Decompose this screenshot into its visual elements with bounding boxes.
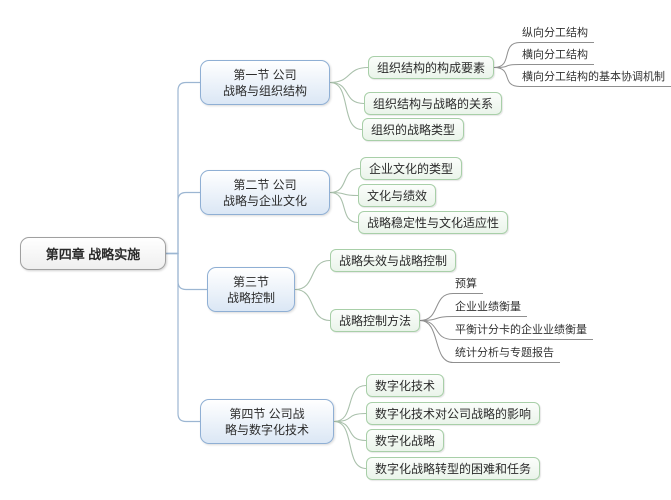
root-node[interactable]: 第四章 战略实施: [20, 237, 166, 270]
topic-node[interactable]: 战略失效与战略控制: [330, 249, 456, 272]
section-2-label-line2: 战略与企业文化: [222, 193, 307, 208]
topic-node[interactable]: 组织的战略类型: [362, 118, 464, 141]
section-node-2[interactable]: 第二节 公司 战略与企业文化: [200, 170, 330, 215]
leaf-topic[interactable]: 纵向分工结构: [520, 26, 594, 43]
leaf-topic[interactable]: 横向分工结构的基本协调机制: [520, 70, 671, 87]
leaf-topic[interactable]: 预算: [453, 277, 483, 294]
section-node-3[interactable]: 第三节 战略控制: [207, 267, 295, 312]
leaf-topic[interactable]: 企业业绩衡量: [453, 300, 527, 317]
leaf-topic[interactable]: 平衡计分卡的企业业绩衡量: [453, 323, 593, 340]
section-2-label-line1: 第二节 公司: [233, 177, 297, 192]
topic-node[interactable]: 数字化战略转型的困难和任务: [366, 457, 540, 480]
topic-node[interactable]: 数字化技术: [366, 374, 444, 397]
section-3-label-line1: 第三节: [232, 274, 269, 289]
topic-node[interactable]: 数字化技术对公司战略的影响: [366, 402, 540, 425]
topic-node[interactable]: 企业文化的类型: [360, 157, 462, 180]
topic-node[interactable]: 战略稳定性与文化适应性: [358, 211, 508, 234]
leaf-connectors: [419, 42, 521, 363]
root-connectors: [166, 81, 207, 423]
section-4-label-line2: 略与数字化技术: [224, 422, 309, 437]
topic-node[interactable]: 组织结构的构成要素: [368, 56, 494, 79]
section-node-4[interactable]: 第四节 公司战 略与数字化技术: [200, 399, 334, 444]
section-1-label-line2: 战略与组织结构: [222, 83, 307, 98]
topic-node[interactable]: 数字化战略: [366, 429, 444, 452]
topic-node[interactable]: 战略控制方法: [330, 309, 420, 332]
section-4-label-line1: 第四节 公司战: [229, 406, 305, 421]
section-node-1[interactable]: 第一节 公司 战略与组织结构: [200, 60, 330, 105]
leaf-topic[interactable]: 横向分工结构: [520, 48, 594, 65]
branch-connectors: [294, 66, 369, 470]
section-1-label-line1: 第一节 公司: [233, 67, 297, 82]
section-3-label-line2: 战略控制: [226, 290, 275, 305]
leaf-topic[interactable]: 统计分析与专题报告: [453, 346, 560, 363]
topic-node[interactable]: 组织结构与战略的关系: [364, 92, 502, 115]
topic-node[interactable]: 文化与绩效: [358, 184, 436, 207]
